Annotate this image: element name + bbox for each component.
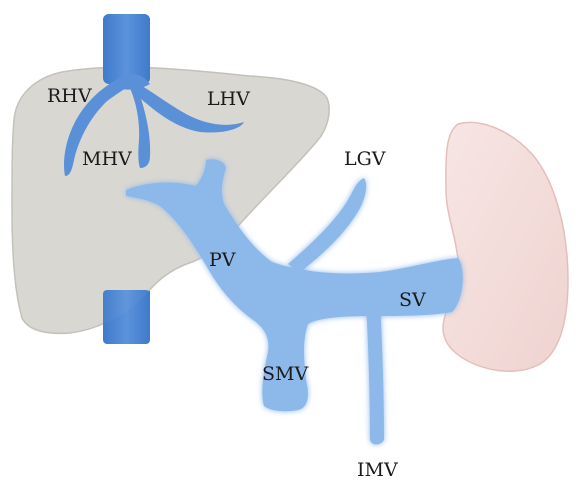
portal-venous-system bbox=[126, 159, 463, 445]
hepatic-veins bbox=[64, 73, 244, 176]
label-smv: SMV bbox=[262, 363, 308, 385]
left-gastric-vein bbox=[288, 178, 367, 272]
portal-vein bbox=[126, 159, 463, 412]
inferior-vena-cava-lower bbox=[103, 290, 150, 344]
spleen bbox=[442, 121, 569, 372]
inferior-vena-cava-upper bbox=[103, 14, 150, 84]
left-hepatic-vein bbox=[131, 80, 244, 133]
middle-hepatic-vein bbox=[128, 84, 151, 168]
inferior-mesenteric-vein bbox=[366, 300, 384, 445]
label-lgv: LGV bbox=[344, 148, 386, 170]
label-lhv: LHV bbox=[207, 88, 250, 110]
label-mhv: MHV bbox=[82, 148, 132, 170]
hepatic-vein-confluence bbox=[112, 73, 150, 90]
label-sv: SV bbox=[399, 289, 426, 311]
label-imv: IMV bbox=[357, 459, 398, 481]
label-rhv: RHV bbox=[47, 85, 92, 107]
label-pv: PV bbox=[209, 249, 236, 271]
